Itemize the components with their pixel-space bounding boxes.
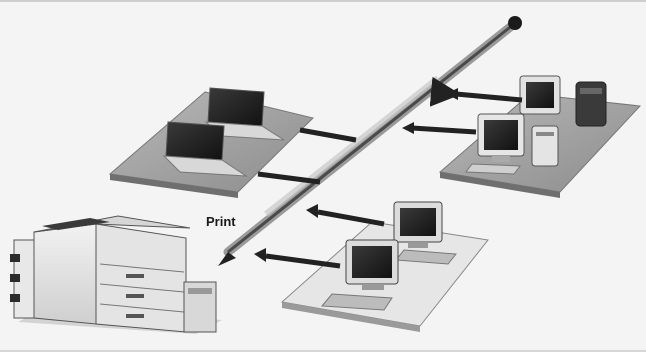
- monitor-icon: [394, 202, 456, 264]
- desktop-workstation-group: [282, 202, 488, 332]
- server-tower-icon: [532, 126, 558, 166]
- copier-printer-icon: [10, 216, 222, 334]
- laptop-workstation-group: [110, 88, 313, 198]
- server-tower-icon: [576, 82, 606, 126]
- print-arrowhead: [218, 252, 236, 266]
- backbone-endpoint: [508, 16, 522, 30]
- print-label: Print: [206, 214, 236, 229]
- monitor-icon: [520, 76, 560, 114]
